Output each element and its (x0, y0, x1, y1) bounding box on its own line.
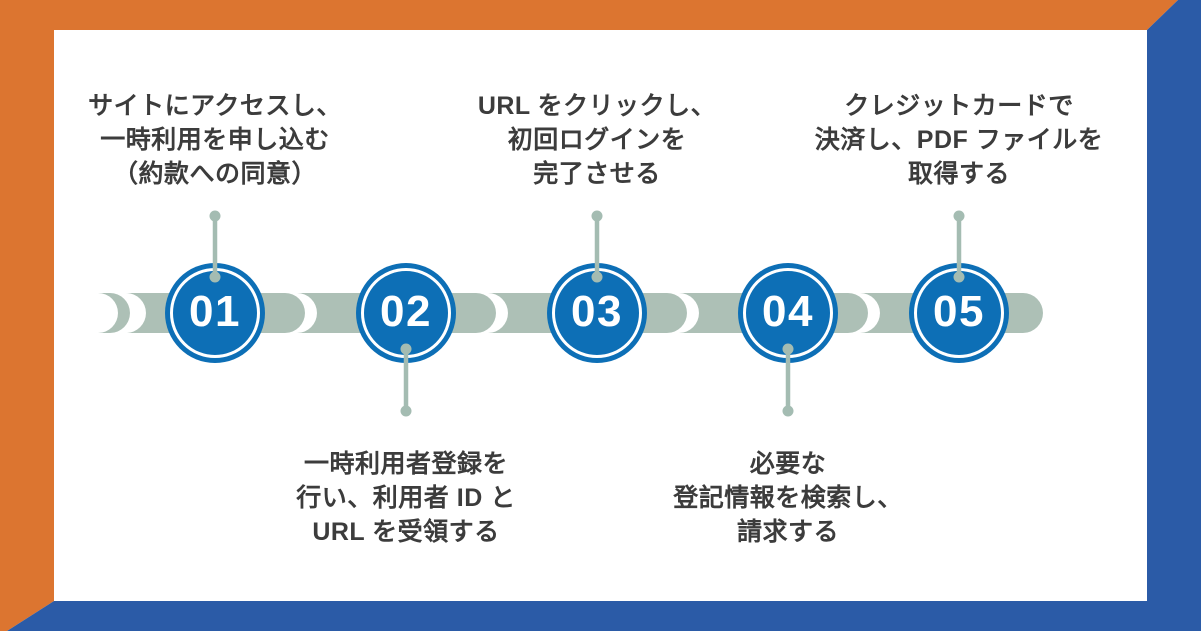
step-label-03: URL をクリックし、 初回ログインを 完了させる (417, 89, 777, 191)
label-line: 決済し、PDF ファイルを (814, 126, 1104, 154)
label-line: URL をクリックし、 (477, 92, 717, 120)
connector-step-04 (782, 343, 794, 417)
connector-step-01 (209, 210, 221, 283)
label-line: 請求する (736, 518, 839, 546)
label-line: 登記情報を検索し、 (673, 484, 903, 512)
step-label-01: サイトにアクセスし、 一時利用を申し込む （約款への同意） (35, 89, 395, 191)
label-line: 一時利用者登録を (303, 450, 508, 478)
connector-step-05 (953, 210, 965, 283)
step-label-05: クレジットカードで 決済し、PDF ファイルを 取得する (779, 89, 1139, 191)
label-line: サイトにアクセスし、 (88, 92, 342, 120)
label-line: 行い、利用者 ID と (296, 484, 516, 512)
label-line: 一時利用を申し込む (100, 126, 330, 154)
step-label-04: 必要な 登記情報を検索し、 請求する (608, 447, 968, 549)
label-line: 完了させる (533, 160, 661, 188)
label-line: 初回ログインを (507, 126, 687, 154)
connector-step-03 (591, 210, 603, 283)
label-line: （約款への同意） (112, 160, 317, 188)
label-line: 必要な (749, 450, 827, 478)
label-line: URL を受領する (312, 518, 500, 546)
label-line: クレジットカードで (844, 92, 1074, 120)
label-line: 取得する (907, 160, 1010, 188)
connector-step-02 (400, 343, 412, 417)
step-label-02: 一時利用者登録を 行い、利用者 ID と URL を受領する (226, 447, 586, 549)
